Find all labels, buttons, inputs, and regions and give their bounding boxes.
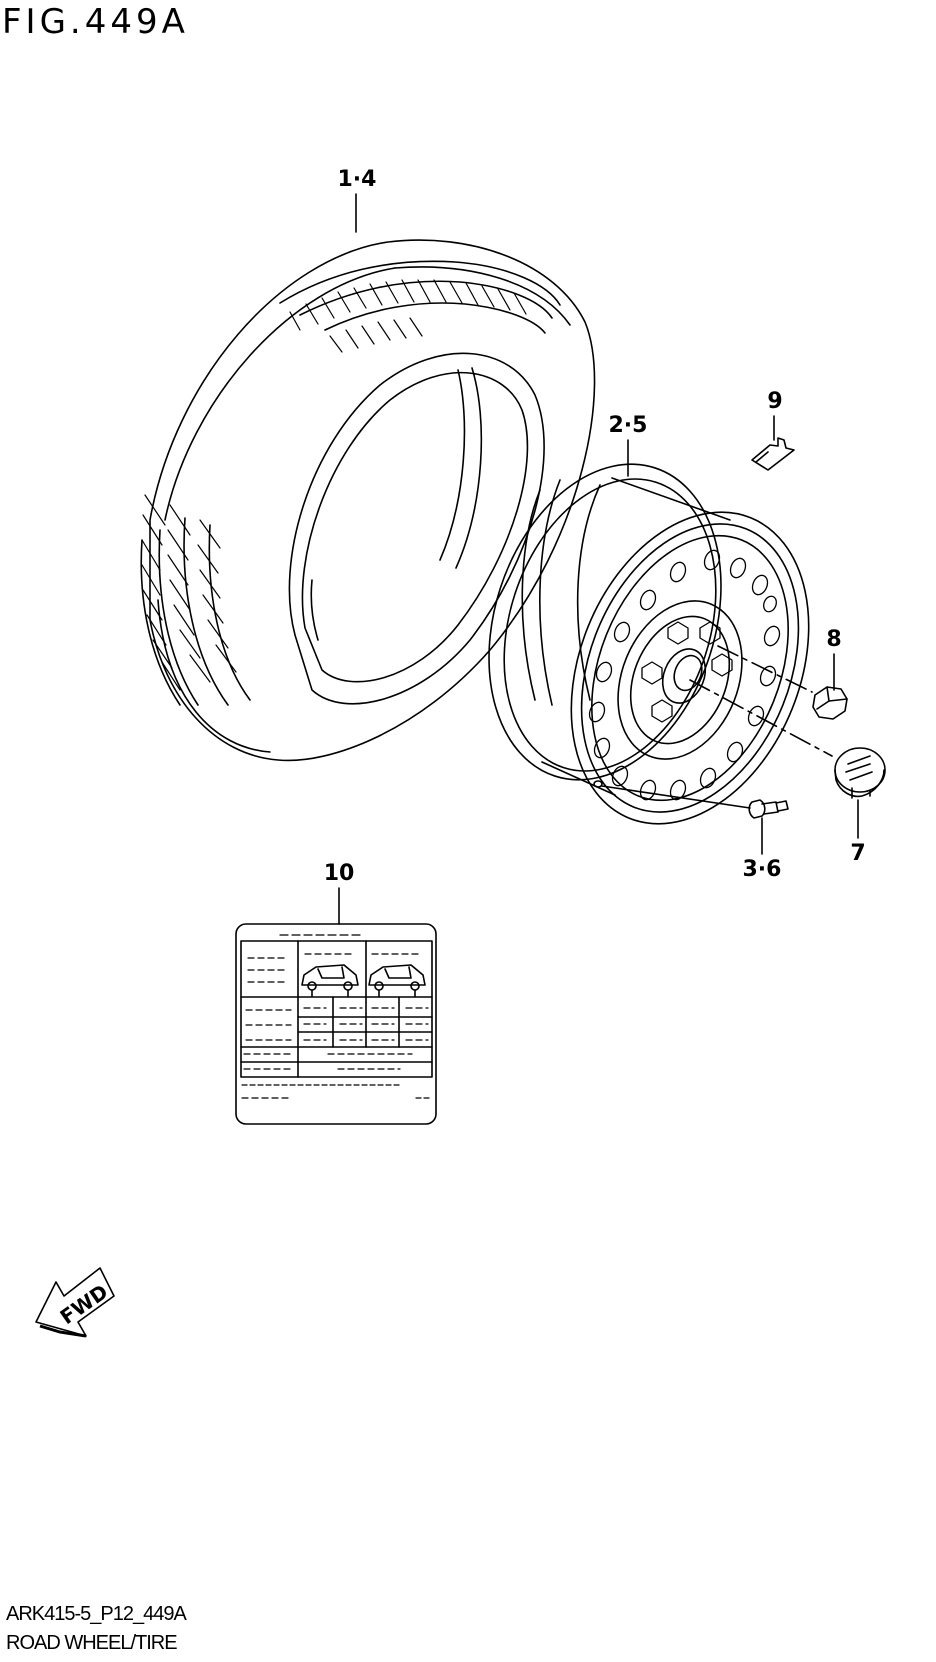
callout-wheel: 2·5 — [609, 413, 648, 438]
callout-label: 10 — [324, 861, 355, 886]
tire-info-label-drawing — [235, 887, 437, 1125]
diagram-name: ROAD WHEEL/TIRE — [6, 1632, 178, 1654]
center-cap-drawing — [689, 679, 886, 839]
wheel-drawing — [488, 439, 810, 825]
callout-valve: 3·6 — [743, 857, 782, 882]
callout-wheel-nut: 8 — [826, 627, 841, 652]
callout-center-cap: 7 — [850, 841, 865, 866]
callout-weight: 9 — [767, 389, 782, 414]
valve-stem-drawing — [601, 785, 789, 855]
diagram-code: ARK415-5_P12_449A — [6, 1603, 187, 1625]
balance-weight-drawing — [751, 415, 795, 471]
tire-drawing — [140, 193, 596, 762]
figure-title: FIG.449A — [2, 2, 189, 42]
callout-tire: 1·4 — [338, 167, 377, 192]
wheel-nut-drawing — [717, 645, 848, 720]
fwd-arrow: FWD — [35, 1267, 115, 1338]
